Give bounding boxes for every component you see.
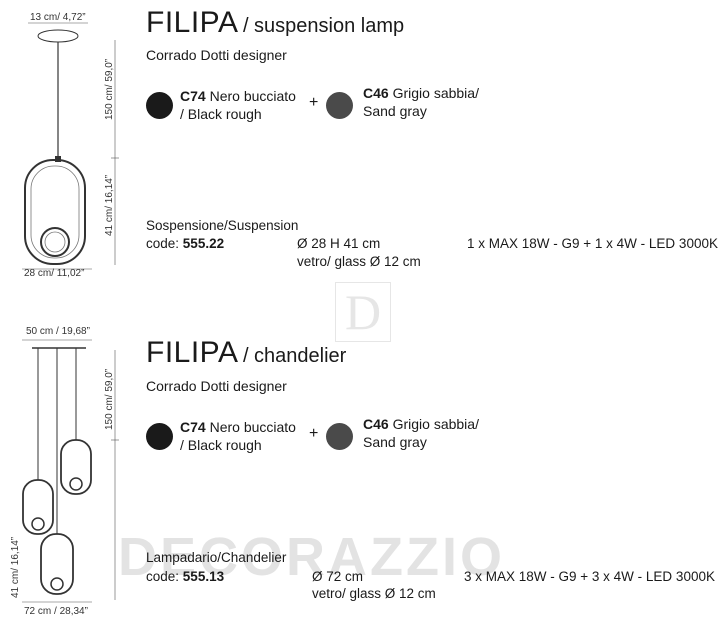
lamp2-body-dimension: 41 cm/ 16,14” (10, 536, 21, 598)
lamp2-code-value: 555.13 (182, 569, 225, 584)
lamp1-finish2-name: Grigio sabbia/ (392, 85, 479, 101)
lamp1-dimensions: Ø 28 H 41 cm (297, 236, 381, 251)
lamp2-designer: Corrado Dotti designer (146, 378, 287, 394)
watermark-logo-icon: D (345, 284, 381, 340)
lamp2-code-label: code: (146, 569, 180, 584)
lamp1-finish1-en: / Black rough (180, 106, 262, 122)
lamp1-body-dimension: 41 cm/ 16,14” (104, 174, 115, 236)
lamp2-shade-right (60, 439, 92, 495)
lamp1-finish1-name: Nero bucciato (209, 88, 296, 104)
lamp1-finish1-code: C74 (180, 88, 206, 104)
lamp2-shade-left (22, 479, 54, 535)
lamp2-code: code: 555.13 (146, 569, 224, 584)
lamp1-code: code: 555.22 (146, 236, 224, 251)
lamp1-code-label: code: (146, 236, 180, 251)
lamp1-finish2: C46 Grigio sabbia/ Sand gray (363, 84, 479, 120)
lamp1-height-dimension: 150 cm/ 59,0” (104, 58, 115, 120)
lamp2-type: Lampadario/Chandelier (146, 550, 287, 565)
lamp2-light: 3 x MAX 18W - G9 + 3 x 4W - LED 3000K (464, 569, 715, 584)
lamp2-heading: FILIPA / chandelier (146, 336, 346, 370)
watermark-text: DECORAZZIO (118, 527, 505, 587)
lamp2-subtitle: / chandelier (242, 345, 347, 367)
lamp2-finish1-swatch (146, 423, 173, 450)
lamp1-glass (40, 227, 70, 257)
lamp2-finish1-code: C74 (180, 419, 206, 435)
lamp1-top-dimension: 13 cm/ 4,72” (30, 12, 86, 23)
lamp1-title: FILIPA (146, 6, 239, 39)
lamp1-code-value: 555.22 (182, 236, 225, 251)
watermark-logo: D (335, 282, 391, 342)
lamp1-bottom-dimension: 28 cm/ 11,02” (24, 268, 85, 279)
lamp1-heading: FILIPA / suspension lamp (146, 6, 404, 40)
lamp2-bottom-dimension: 72 cm / 28,34” (24, 606, 88, 617)
lamp2-finish2-code: C46 (363, 416, 389, 432)
lamp1-glass: vetro/ glass Ø 12 cm (297, 254, 421, 269)
lamp2-finish2: C46 Grigio sabbia/ Sand gray (363, 415, 479, 451)
lamp1-finish1-swatch (146, 92, 173, 119)
lamp2-top-dimension: 50 cm / 19,68” (26, 326, 90, 337)
lamp2-dimensions: Ø 72 cm (312, 569, 364, 584)
lamp1-subtitle: / suspension lamp (242, 15, 405, 37)
lamp1-finish2-swatch (326, 92, 353, 119)
lamp2-finish1-en: / Black rough (180, 437, 262, 453)
lamp1-finish1: C74 Nero bucciato / Black rough (180, 87, 296, 123)
lamp2-finish2-en: Sand gray (363, 434, 427, 450)
lamp1-designer: Corrado Dotti designer (146, 47, 287, 63)
lamp1-ceiling-canopy (37, 29, 79, 43)
lamp1-finish2-code: C46 (363, 85, 389, 101)
lamp2-finish1-name: Nero bucciato (209, 419, 296, 435)
watermark-logo-letter: D (345, 284, 381, 340)
lamp1-shade (24, 159, 86, 265)
lamp2-finish1: C74 Nero bucciato / Black rough (180, 418, 296, 454)
lamp2-drawing (22, 339, 119, 603)
lamp1-plus: + (309, 94, 319, 111)
lamp2-shade-middle (40, 533, 74, 595)
lamp2-glass: vetro/ glass Ø 12 cm (312, 586, 436, 601)
lamp1-drawing (22, 22, 119, 270)
lamp1-finish2-en: Sand gray (363, 103, 427, 119)
lamp2-height-dimension: 150 cm/ 59,0” (104, 368, 115, 430)
lamp2-title: FILIPA (146, 336, 239, 369)
lamp2-plus: + (309, 425, 319, 442)
lamp1-type: Sospensione/Suspension (146, 218, 299, 233)
lamp1-light: 1 x MAX 18W - G9 + 1 x 4W - LED 3000K (467, 236, 718, 251)
lamp2-finish2-swatch (326, 423, 353, 450)
lamp2-finish2-name: Grigio sabbia/ (392, 416, 479, 432)
